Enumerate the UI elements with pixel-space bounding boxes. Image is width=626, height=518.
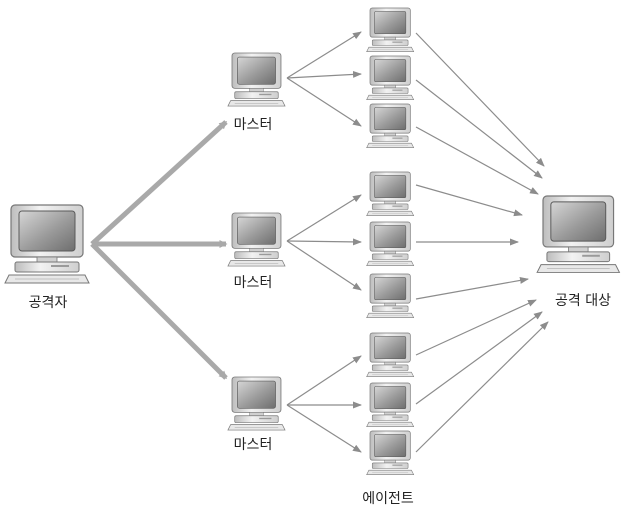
agent-label: 에이전트 bbox=[362, 491, 414, 507]
arrow-agent8-target bbox=[415, 311, 543, 405]
agent-computer-icon-7 bbox=[366, 332, 415, 378]
master-label-2: 마스터 bbox=[233, 275, 273, 291]
agent-computer-icon-3 bbox=[366, 103, 415, 149]
attacker-to-master-arrows bbox=[90, 120, 228, 380]
target-label: 공격 대상 bbox=[555, 293, 611, 309]
arrow-agent1-target bbox=[415, 32, 545, 167]
agent-computer-icon-2 bbox=[366, 55, 415, 101]
attacker-computer-icon bbox=[4, 204, 90, 284]
arrow-master3-agent9 bbox=[286, 404, 362, 453]
master-to-agent-arrows bbox=[286, 31, 362, 453]
agent-computer-icon-1 bbox=[366, 7, 415, 53]
attacker-label: 공격자 bbox=[28, 295, 68, 311]
master-computer-icon-1 bbox=[227, 52, 286, 107]
master-label-1: 마스터 bbox=[233, 117, 273, 133]
arrow-agent3-target bbox=[415, 126, 539, 195]
agent-computer-icon-8 bbox=[366, 382, 415, 428]
master-computer-icon-3 bbox=[227, 376, 286, 431]
arrow-master2-agent6 bbox=[286, 240, 362, 291]
arrow-agent4-target bbox=[415, 184, 523, 217]
agent-to-target-arrows bbox=[415, 32, 549, 453]
arrow-agent2-target bbox=[415, 79, 543, 179]
target-computer-icon bbox=[536, 195, 621, 274]
agent-computer-icon-6 bbox=[366, 273, 415, 319]
arrow-master2-agent4 bbox=[286, 194, 362, 242]
agent-computer-icon-4 bbox=[366, 171, 415, 217]
agent-computer-icon-5 bbox=[366, 221, 415, 267]
arrow-master1-agent1 bbox=[286, 31, 362, 79]
arrow-master1-agent2 bbox=[286, 70, 362, 79]
master-label-3: 마스터 bbox=[233, 437, 273, 453]
arrow-master2-agent5 bbox=[286, 238, 362, 246]
arrow-master3-agent7 bbox=[286, 355, 362, 406]
arrow-master1-agent3 bbox=[286, 77, 362, 127]
arrow-agent7-target bbox=[415, 299, 537, 356]
arrow-agent9-target bbox=[415, 321, 549, 453]
agent-computer-icon-9 bbox=[366, 430, 415, 476]
arrow-agent6-target bbox=[415, 276, 529, 300]
arrow-attacker-master-3 bbox=[90, 242, 228, 380]
master-computer-icon-2 bbox=[227, 212, 286, 267]
arrow-attacker-master-1 bbox=[90, 120, 228, 246]
